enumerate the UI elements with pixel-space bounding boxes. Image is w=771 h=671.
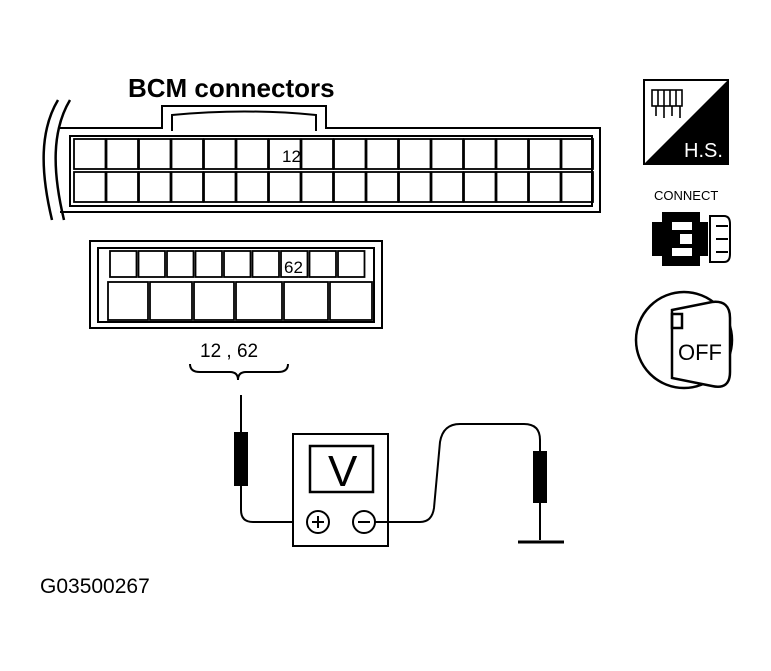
upper-pin-cell	[73, 171, 107, 203]
lower-pin-cell	[308, 250, 337, 278]
ignition-key-icon: OFF	[634, 290, 734, 390]
harness-service-label: H.S.	[684, 140, 723, 162]
lower-pin-cell	[137, 250, 166, 278]
lower-pin-cell	[280, 250, 309, 278]
upper-pin-cell	[333, 171, 367, 203]
upper-pin-cell	[235, 138, 269, 170]
upper-pin-cell	[170, 171, 204, 203]
lower-pin-62-label: 62	[284, 258, 303, 277]
figure-code: G03500267	[40, 575, 150, 598]
upper-pin-cell	[268, 171, 302, 203]
upper-pin-cell	[300, 171, 334, 203]
upper-pin-cell	[560, 171, 594, 203]
upper-pin-cell	[528, 171, 562, 203]
upper-bcm-connector	[42, 99, 601, 221]
lower-pin-cell	[223, 250, 252, 278]
upper-pin-cell	[398, 171, 432, 203]
diagram-title: BCM connectors	[128, 73, 335, 103]
upper-pin-cell	[333, 138, 367, 170]
lower-pin-cell	[109, 250, 138, 278]
connector-icon: CONNECT	[652, 188, 731, 266]
upper-pin-cell	[105, 171, 139, 203]
lower-pin-cell	[107, 281, 149, 321]
upper-pin-cell	[138, 171, 172, 203]
voltmeter-symbol: V	[328, 447, 358, 496]
upper-pin-cell	[268, 138, 302, 170]
upper-pin-cell	[495, 138, 529, 170]
lower-pin-cell	[194, 250, 223, 278]
upper-pin-cell	[495, 171, 529, 203]
upper-pin-cell	[365, 171, 399, 203]
lower-bcm-connector	[89, 240, 383, 329]
upper-pin-cell	[138, 138, 172, 170]
upper-pin-cell	[463, 171, 497, 203]
lower-pin-cell	[329, 281, 373, 321]
upper-pin-cell	[365, 138, 399, 170]
upper-pin-cell	[398, 138, 432, 170]
upper-pin-cell	[203, 171, 237, 203]
lower-pin-cell	[283, 281, 329, 321]
upper-pin-cell	[300, 138, 334, 170]
ignition-off-label: OFF	[678, 340, 722, 365]
upper-connector-pins	[73, 138, 594, 203]
upper-pin-cell	[430, 171, 464, 203]
measured-pins-caption: 12 , 62	[200, 341, 258, 362]
pin-brace	[189, 363, 289, 381]
connect-label: CONNECT	[654, 188, 718, 203]
upper-pin-cell	[430, 138, 464, 170]
positive-probe	[234, 395, 305, 523]
lower-pin-cell	[337, 250, 366, 278]
upper-pin-cell	[463, 138, 497, 170]
lower-pin-cell	[235, 281, 283, 321]
lower-pin-cell	[149, 281, 193, 321]
lower-pin-cell	[166, 250, 195, 278]
upper-pin-cell	[73, 138, 107, 170]
harness-service-icon: H.S.	[643, 79, 729, 165]
voltmeter	[292, 433, 389, 547]
upper-pin-cell	[235, 171, 269, 203]
upper-pin-12-label: 12	[282, 147, 301, 166]
upper-pin-cell	[203, 138, 237, 170]
upper-pin-cell	[528, 138, 562, 170]
negative-probe	[375, 423, 564, 544]
positive-terminal-icon	[306, 510, 330, 534]
lower-pin-cell	[251, 250, 280, 278]
lower-connector-pins	[107, 250, 373, 321]
upper-pin-cell	[105, 138, 139, 170]
upper-pin-cell	[560, 138, 594, 170]
lower-pin-cell	[193, 281, 235, 321]
upper-pin-cell	[170, 138, 204, 170]
